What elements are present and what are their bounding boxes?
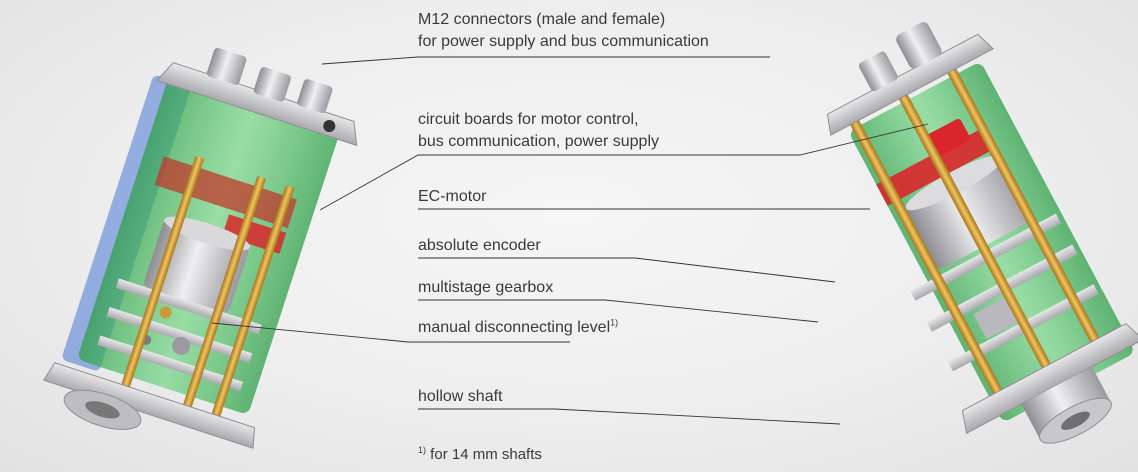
label-multistage-gearbox: multistage gearbox	[418, 279, 554, 296]
label-boards-line1: circuit boards for motor control,	[418, 111, 639, 128]
right-rod-2	[891, 81, 1051, 369]
left-connector-2	[253, 67, 291, 102]
label-hollow-shaft: hollow shaft	[418, 388, 503, 405]
label-absolute-encoder: absolute encoder	[418, 237, 541, 254]
leader-hollow-shaft	[418, 408, 841, 425]
footnote-mark: 1)	[418, 445, 427, 455]
leader-encoder	[418, 257, 836, 283]
leader-gearbox	[418, 299, 819, 323]
label-connectors-line1: M12 connectors (male and female)	[418, 11, 666, 28]
right-actuator	[826, 22, 1138, 444]
leader-boards-left	[319, 123, 929, 211]
label-connectors-line2: for power supply and bus communication	[418, 33, 709, 50]
leader-lines	[211, 56, 929, 425]
left-connector-1	[206, 47, 247, 85]
right-connector-1	[859, 51, 898, 92]
leader-disconnect	[211, 322, 570, 343]
right-connector-2	[896, 22, 942, 69]
footnote-text: for 14 mm shafts	[426, 446, 542, 463]
label-ec-motor: EC-motor	[418, 188, 487, 205]
left-rod-1	[118, 156, 205, 397]
leader-connectors	[321, 56, 770, 65]
footnote: 1) for 14 mm shafts	[418, 444, 542, 466]
right-base-plate	[961, 323, 1138, 435]
left-actuator	[43, 47, 358, 449]
label-manual-disconnecting-text: manual disconnecting level	[418, 319, 611, 336]
label-manual-disconnecting: manual disconnecting level1)	[418, 317, 618, 339]
left-rod-2	[180, 176, 266, 417]
left-base-plate	[43, 362, 255, 449]
left-top-plate	[156, 62, 358, 147]
left-connector-3	[297, 79, 333, 113]
left-rod-3	[208, 185, 295, 427]
right-rod-3	[940, 55, 1100, 343]
right-rod-1	[843, 106, 1003, 395]
label-boards-line2: bus communication, power supply	[418, 133, 660, 150]
label-manual-disconnecting-mark: 1)	[610, 317, 619, 328]
